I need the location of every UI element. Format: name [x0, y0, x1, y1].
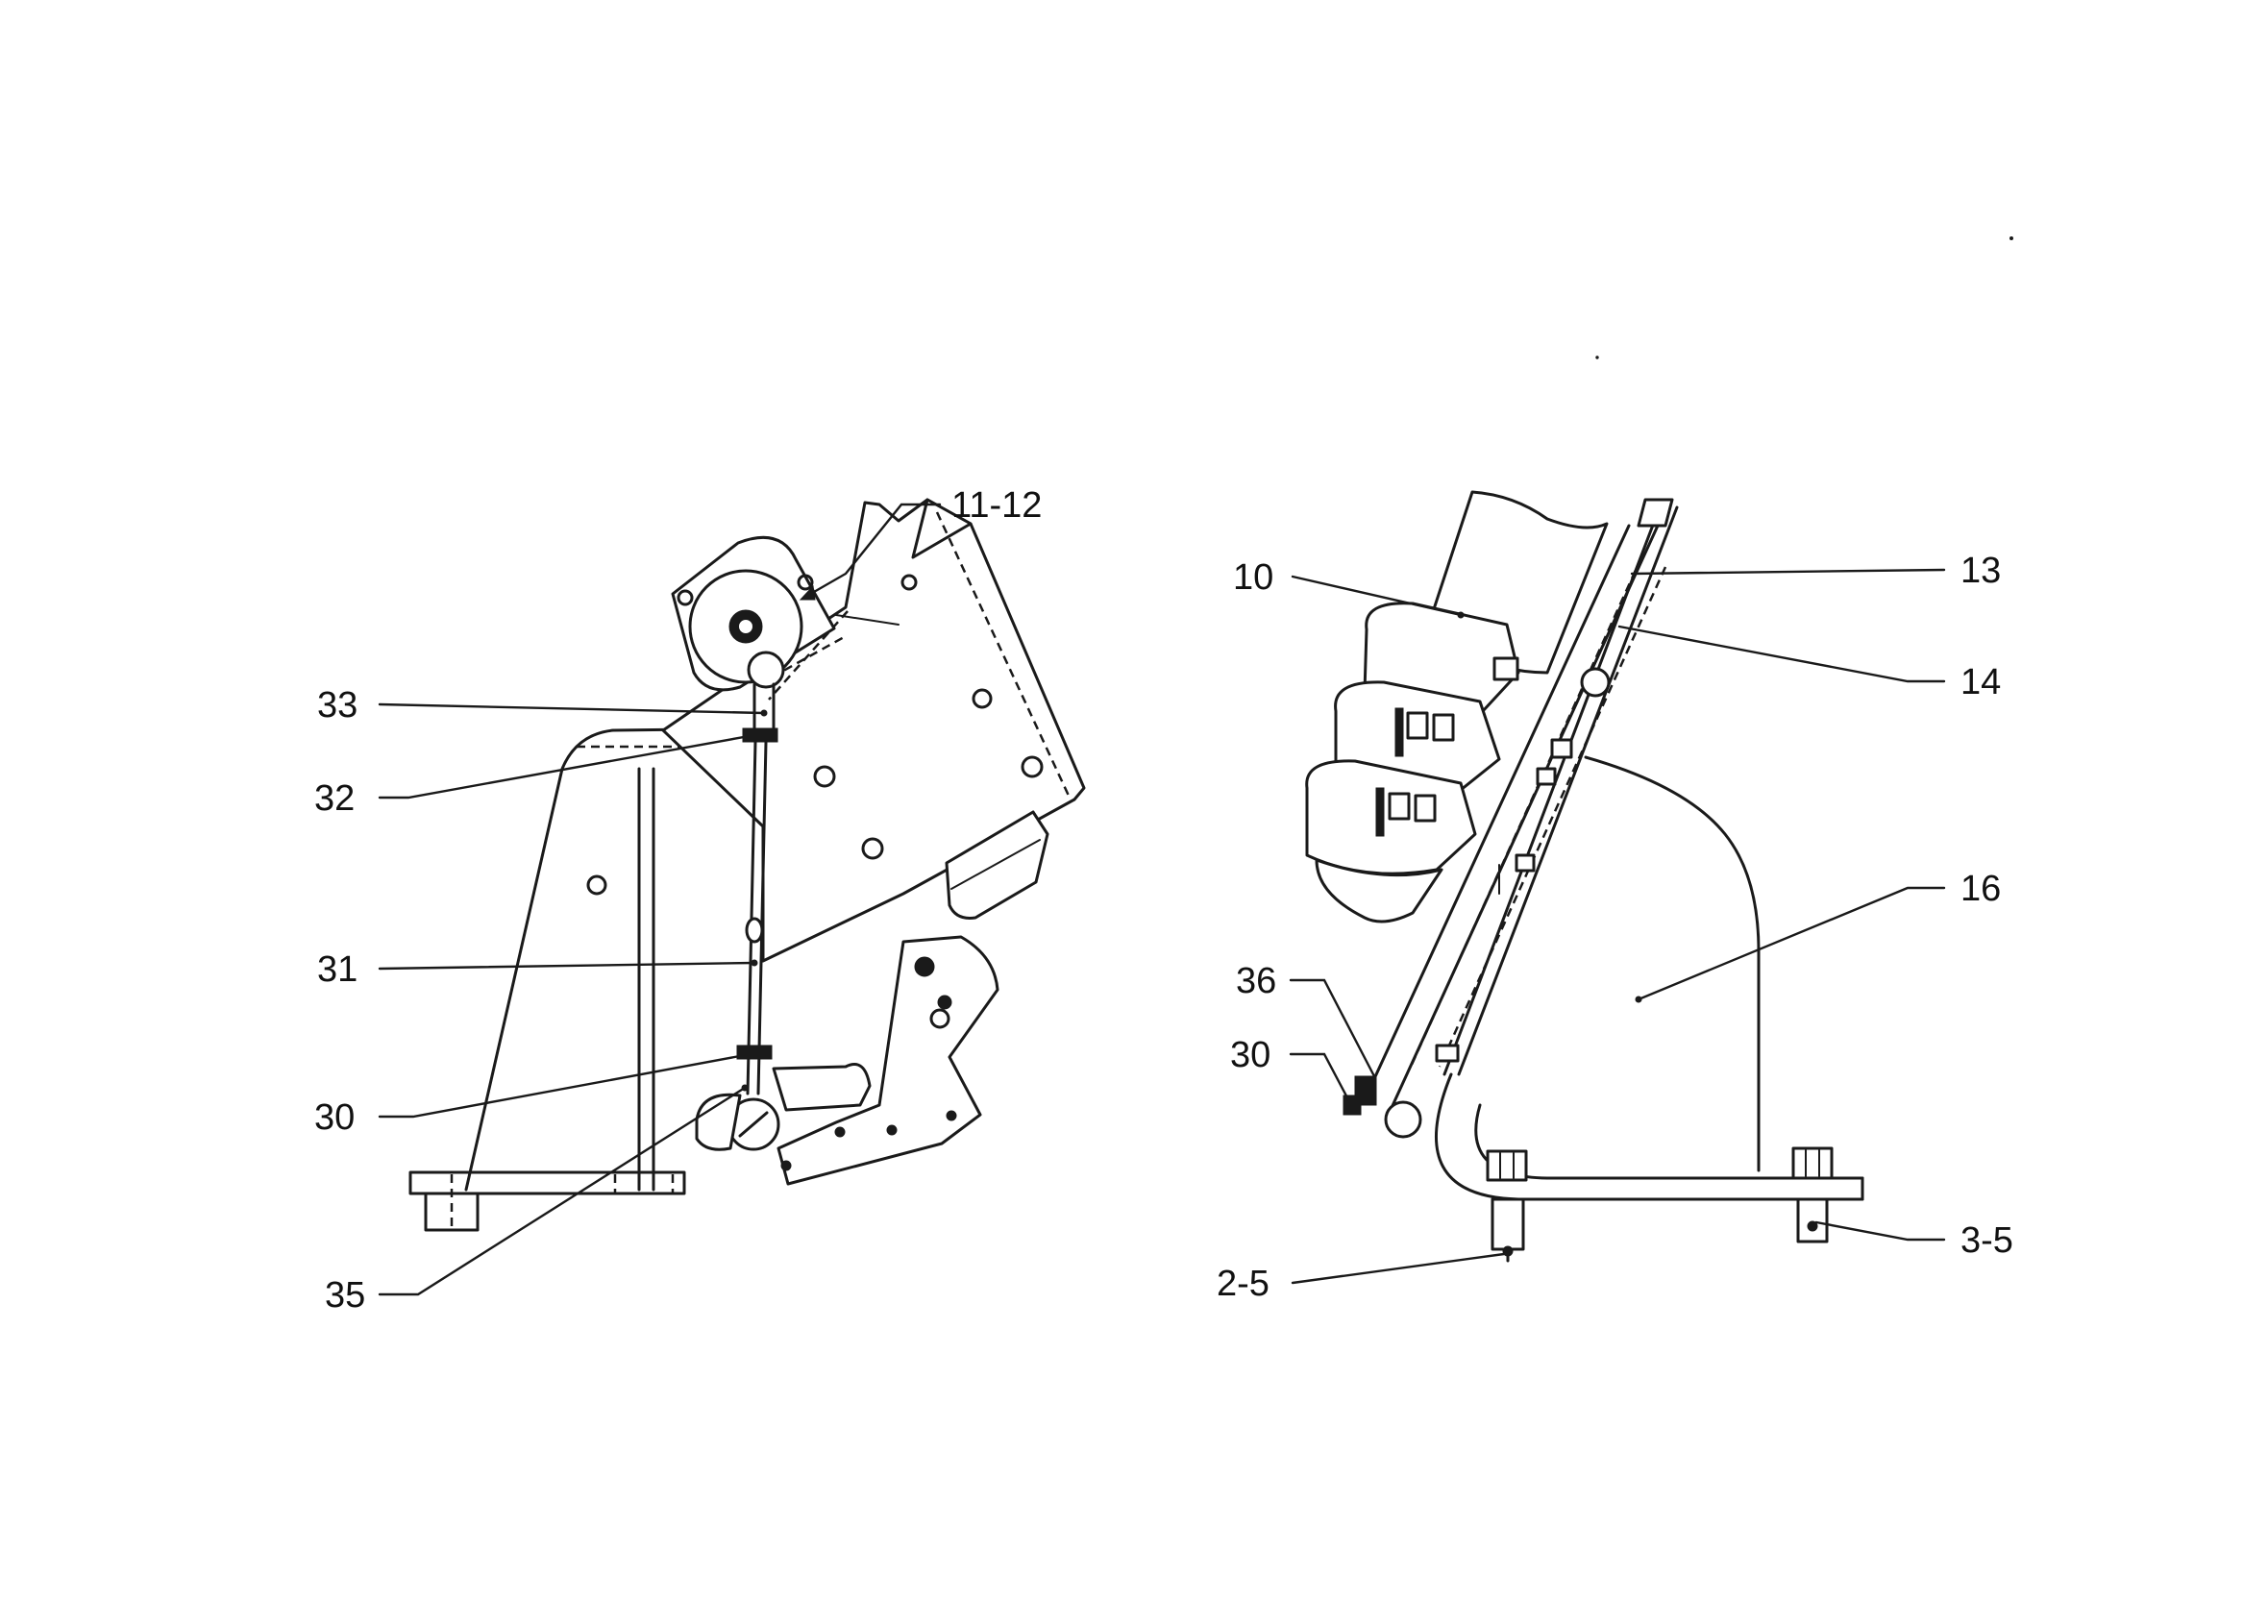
callout-32: 32	[314, 733, 756, 819]
callout-14: 14	[1617, 625, 2001, 702]
right-callouts: 10 13 14 16 36 30	[1217, 551, 2013, 1304]
callout-2-5: 2-5	[1217, 1252, 1506, 1304]
callout-11-12: 11-12	[799, 485, 1042, 601]
callout-30-left: 30	[314, 1053, 747, 1138]
callout-10: 10	[1233, 557, 1465, 619]
callout-label-31: 31	[317, 949, 357, 990]
callout-label-16: 16	[1960, 869, 2001, 909]
left-assembly-view: 11-12 33 32 31 30	[314, 485, 1086, 1316]
callout-35: 35	[325, 1084, 749, 1316]
left-upright-plate	[464, 726, 771, 1192]
callout-label-11-12: 11-12	[951, 485, 1042, 526]
left-linkage-rod	[727, 651, 872, 1151]
callout-label-10: 10	[1233, 557, 1273, 598]
callout-3-5: 3-5	[1814, 1220, 2013, 1261]
callout-label-30-right: 30	[1230, 1035, 1270, 1075]
callout-label-30-left: 30	[314, 1097, 355, 1138]
right-motor-assembly	[1305, 490, 1609, 923]
right-bolt-left	[1486, 1149, 1528, 1263]
callout-label-32: 32	[314, 778, 355, 819]
right-support-plate	[1584, 755, 1761, 1172]
left-lower-bracket	[695, 935, 999, 1186]
right-diagonal-channel	[1343, 498, 1679, 1139]
left-tilted-plate	[661, 498, 1086, 963]
callout-label-14: 14	[1960, 662, 2001, 702]
callout-label-36: 36	[1236, 961, 1276, 1001]
scan-speck	[2009, 236, 2013, 240]
callout-label-35: 35	[325, 1275, 365, 1316]
left-base-bar	[408, 1170, 686, 1232]
callout-33: 33	[317, 685, 768, 726]
right-bolt-right	[1791, 1146, 1834, 1243]
right-assembly-view: 10 13 14 16 36 30	[1217, 490, 2013, 1304]
callout-36: 36	[1236, 961, 1376, 1078]
callout-label-2-5: 2-5	[1217, 1264, 1270, 1304]
scan-speck	[1595, 356, 1599, 359]
callout-30-right: 30	[1230, 1035, 1352, 1105]
callout-13: 13	[1630, 551, 2001, 591]
callout-16: 16	[1635, 869, 2001, 1003]
callout-31: 31	[317, 949, 758, 990]
callout-label-3-5: 3-5	[1960, 1220, 2013, 1261]
callout-label-13: 13	[1960, 551, 2001, 591]
left-callouts: 11-12 33 32 31 30	[314, 485, 1042, 1316]
callout-label-33: 33	[317, 685, 357, 726]
